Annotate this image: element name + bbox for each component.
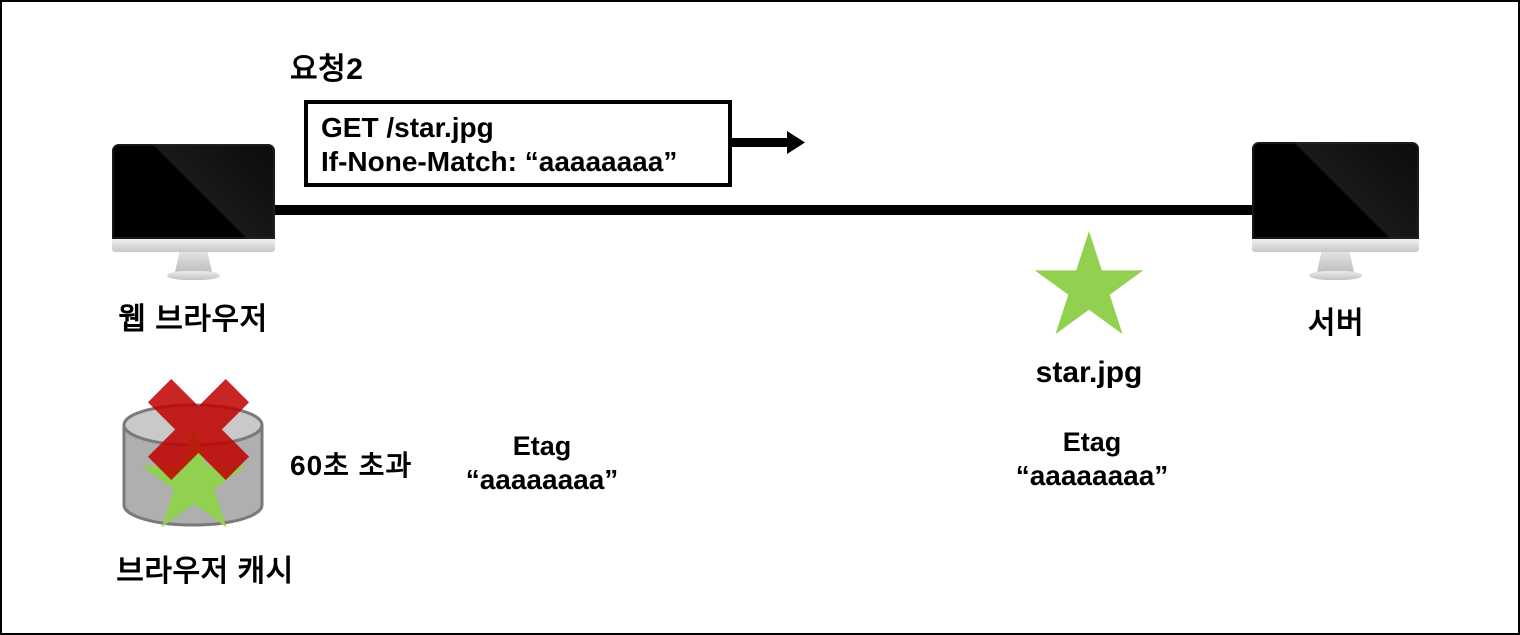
invalidated-x-icon — [148, 379, 249, 480]
monitor-screen — [1252, 142, 1419, 239]
star-filename-label: star.jpg — [1035, 356, 1143, 389]
monitor-screen — [112, 144, 275, 239]
browser-label: 웹 브라우저 — [118, 303, 268, 336]
server-etag-block: Etag “aaaaaaaa” — [987, 426, 1197, 492]
request-line-method: GET /star.jpg — [321, 112, 494, 143]
monitor-stand-neck — [175, 252, 212, 272]
cache-label: 브라우저 캐시 — [116, 555, 294, 588]
cache-etag-label: Etag — [512, 431, 572, 461]
monitor-chin — [112, 239, 275, 252]
request-line-header: If-None-Match: “aaaaaaaa” — [321, 146, 678, 177]
browser-monitor-icon — [112, 144, 275, 284]
server-etag-value: “aaaaaaaa” — [1015, 460, 1169, 491]
monitor-chin — [1252, 239, 1419, 252]
request-arrow-icon — [729, 131, 805, 154]
request-box: GET /star.jpg If-None-Match: “aaaaaaaa” — [304, 100, 732, 187]
monitor-stand-base — [1309, 271, 1362, 280]
monitor-stand-base — [167, 271, 220, 280]
monitor-stand-neck — [1317, 252, 1354, 272]
cache-age-label: 60초 초과 — [290, 450, 413, 481]
cache-etag-value: “aaaaaaaa” — [465, 464, 619, 495]
request-step-label: 요청2 — [290, 53, 364, 86]
server-monitor-icon — [1252, 142, 1419, 284]
cache-etag-block: Etag “aaaaaaaa” — [437, 430, 647, 496]
star-image-icon — [1034, 231, 1144, 335]
server-etag-label: Etag — [1062, 427, 1122, 457]
server-label: 서버 — [1307, 307, 1365, 340]
network-link-line — [270, 205, 1256, 215]
cached-star-icon — [141, 427, 247, 528]
